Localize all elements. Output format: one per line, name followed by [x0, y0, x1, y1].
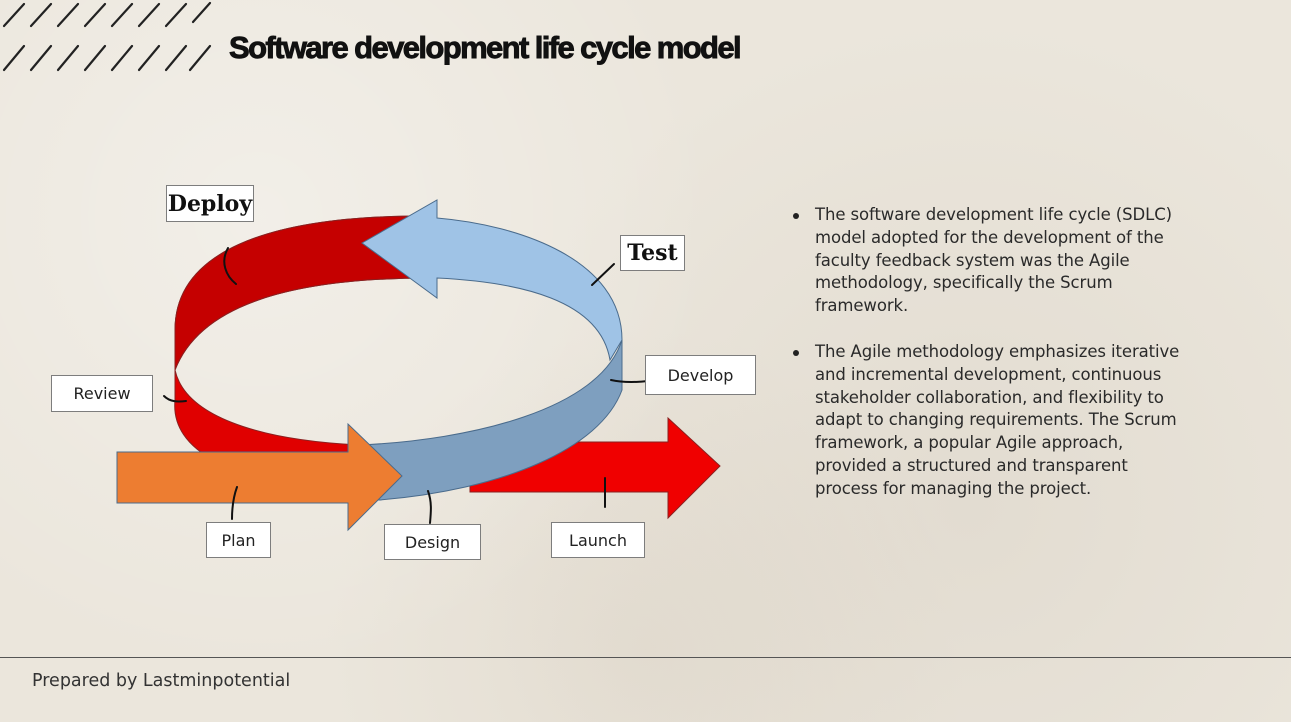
test-connector [591, 263, 615, 286]
footer-divider [0, 657, 1291, 658]
label-review: Review [51, 375, 153, 412]
bullet-list: The software development life cycle (SDL… [793, 204, 1193, 524]
bullet-item: The software development life cycle (SDL… [793, 204, 1193, 318]
label-test: Test [620, 235, 685, 271]
design-connector [427, 490, 432, 524]
bullet-dot-icon [793, 349, 799, 356]
label-plan: Plan [206, 522, 271, 558]
develop-connector [610, 379, 649, 383]
label-design: Design [384, 524, 481, 560]
label-deploy: Deploy [166, 185, 254, 222]
plan-connector [231, 486, 238, 520]
bullet-item: The Agile methodology emphasizes iterati… [793, 341, 1193, 501]
label-launch: Launch [551, 522, 645, 558]
slide-title: Software development life cycle model [229, 30, 743, 66]
label-develop: Develop [645, 355, 756, 395]
sdlc-cycle-diagram [116, 199, 721, 532]
diagonal-stripes-decoration [2, 1, 212, 72]
cycle-blue-arrow [361, 199, 623, 362]
bullet-text: The software development life cycle (SDL… [815, 205, 1172, 316]
bullet-dot-icon [793, 213, 799, 219]
review-connector [163, 395, 187, 403]
bullet-text: The Agile methodology emphasizes iterati… [815, 341, 1180, 498]
deploy-connector [223, 247, 237, 285]
footer-text: Prepared by Lastminpotential [32, 671, 291, 691]
plan-arrow [116, 422, 403, 532]
cycle-blue-band-front [359, 339, 623, 501]
